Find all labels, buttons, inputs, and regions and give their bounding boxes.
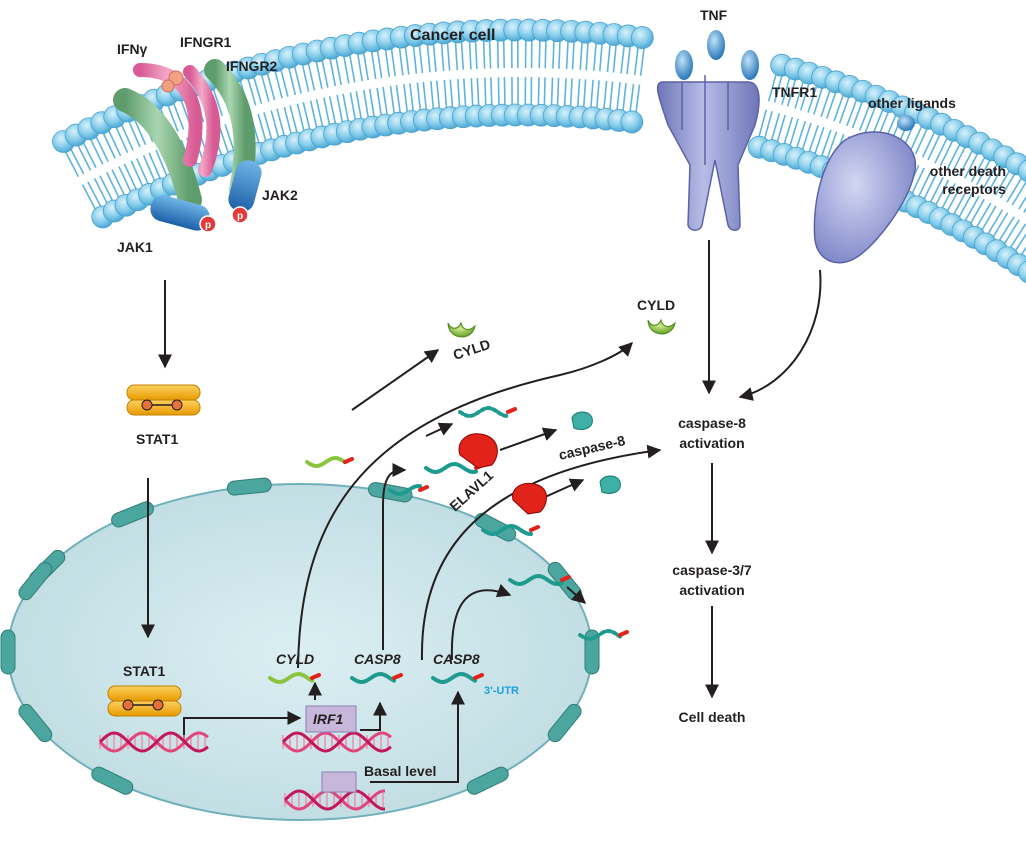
ifngr1-label: IFNGR1 <box>180 34 232 50</box>
other-ligands-label: other ligands <box>868 95 956 111</box>
other-receptors-label-1: other death <box>930 163 1006 179</box>
ifng-label: IFNγ <box>117 41 148 57</box>
ifngr1-left-chain <box>133 63 203 167</box>
jak1-kinase: p <box>150 195 217 233</box>
basal-box <box>321 771 357 793</box>
plasma-membrane <box>52 18 1026 283</box>
stat1-cyto-label: STAT1 <box>136 431 178 447</box>
cyld-gene-label: CYLD <box>276 651 314 667</box>
casp8-activation-label-1: caspase-8 <box>678 415 746 431</box>
svg-text:p: p <box>237 211 243 222</box>
jak2-kinase: p <box>228 160 262 224</box>
cyld-protein-label: CYLD <box>637 297 675 313</box>
stat1-dimer-nucleus <box>107 685 182 717</box>
casp8-gene-label-2: CASP8 <box>433 651 480 667</box>
irf1-label: IRF1 <box>313 711 344 727</box>
ifngr1-right-chain <box>183 65 221 177</box>
jak1-label: JAK1 <box>117 239 153 255</box>
tnf-ligands <box>675 30 759 80</box>
other-ligand-icon <box>897 115 915 131</box>
tnf-ligand-icon <box>707 30 725 60</box>
mrna-strands <box>268 405 629 684</box>
cyld-protein-icon <box>447 318 676 338</box>
cell-death-label: Cell death <box>679 709 746 725</box>
tnfr1-receptor <box>656 75 760 231</box>
jak2-label: JAK2 <box>262 187 298 203</box>
elavl1-protein <box>458 433 547 515</box>
casp8-activation-label-2: activation <box>679 435 744 451</box>
casp37-activation-label-1: caspase-3/7 <box>672 562 752 578</box>
nucleus <box>0 477 600 821</box>
tnfr1-label: TNFR1 <box>772 84 817 100</box>
tnf-ligand-icon <box>675 50 693 80</box>
svg-text:p: p <box>205 220 211 231</box>
tnf-ligand-icon <box>741 50 759 80</box>
arrows <box>141 240 822 783</box>
ifngr2-label: IFNGR2 <box>226 58 278 74</box>
cyld-arrow-label: CYLD <box>451 336 492 363</box>
ifng-receptor-complex: p p <box>113 59 262 233</box>
phospho-jak2-icon <box>231 206 249 224</box>
stat1-nuc-label: STAT1 <box>123 663 165 679</box>
basal-level-label: Basal level <box>364 763 436 779</box>
tnf-label: TNF <box>700 7 728 23</box>
other-death-receptor <box>813 115 917 264</box>
utr-label: 3'-UTR <box>484 685 519 697</box>
casp37-activation-label-2: activation <box>679 582 744 598</box>
stat1-dimer-cytoplasm <box>126 384 201 416</box>
ifngr2-left-chain <box>113 88 202 212</box>
dna-helices <box>98 731 392 811</box>
phospho-jak1-icon <box>199 215 217 233</box>
caspase8-protein-icon <box>571 411 621 495</box>
other-receptors-label-2: receptors <box>942 181 1006 197</box>
irf1-box <box>305 705 357 733</box>
cell-title: Cancer cell <box>410 27 495 44</box>
casp8-gene-label-1: CASP8 <box>354 651 401 667</box>
elavl1-label: ELAVL1 <box>446 467 496 514</box>
